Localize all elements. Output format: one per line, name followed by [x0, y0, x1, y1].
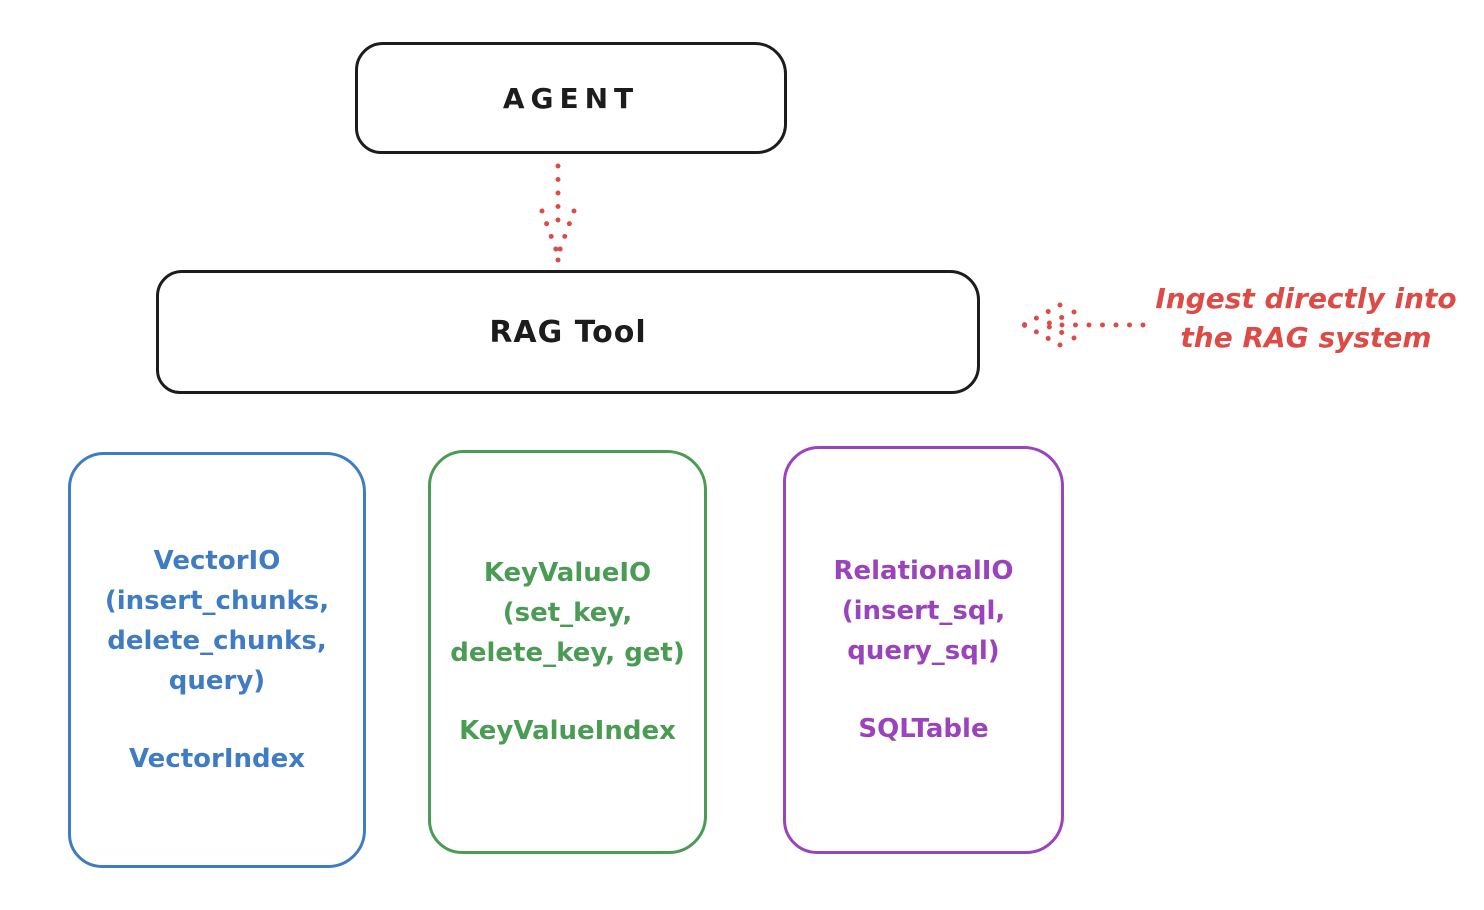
io-method-line: query)	[168, 666, 266, 696]
agent-label: AGENT	[502, 81, 640, 115]
vector-io-node: VectorIO (insert_chunks, delete_chunks, …	[68, 452, 366, 868]
io-method-line: (insert_sql,	[841, 596, 1006, 626]
index-class-label: KeyValueIndex	[459, 716, 676, 746]
io-method-line: VectorIO	[153, 546, 281, 576]
index-class-label: SQLTable	[858, 714, 989, 744]
io-method-line: KeyValueIO	[483, 558, 652, 588]
annotation-ingest: Ingest directly into the RAG system	[1132, 279, 1480, 357]
arrow-annotation-to-rag-tool-icon	[1021, 302, 1146, 348]
index-class-label: VectorIndex	[128, 744, 306, 774]
relational-io-node: RelationalIO (insert_sql, query_sql) SQL…	[783, 446, 1064, 854]
arrow-agent-to-rag-tool-icon	[539, 163, 577, 263]
annotation-line-2: the RAG system	[1180, 321, 1432, 354]
rag-tool-label: RAG Tool	[489, 314, 647, 350]
rag-tool-node: RAG Tool	[156, 270, 980, 394]
io-method-line: RelationalIO	[833, 556, 1014, 586]
agent-node: AGENT	[355, 42, 787, 154]
io-method-line: delete_key, get)	[450, 638, 685, 668]
io-method-line: (set_key,	[502, 598, 633, 628]
annotation-line-1: Ingest directly into	[1155, 282, 1457, 315]
io-method-line: delete_chunks,	[107, 626, 327, 656]
io-method-line: (insert_chunks,	[104, 586, 330, 616]
io-method-line: query_sql)	[847, 636, 1000, 666]
keyvalue-io-node: KeyValueIO (set_key, delete_key, get) Ke…	[428, 450, 707, 854]
